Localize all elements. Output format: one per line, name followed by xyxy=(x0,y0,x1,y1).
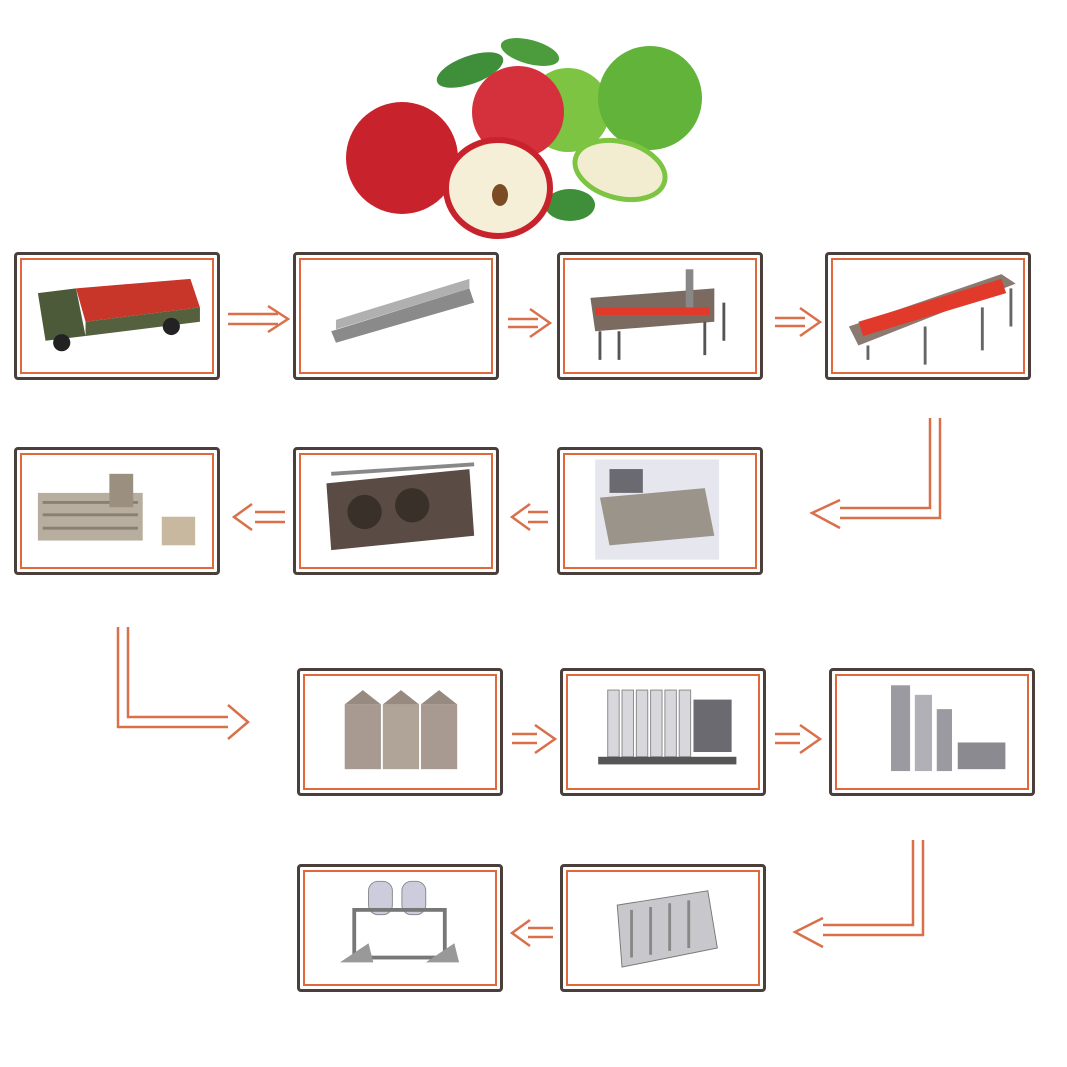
washing-machine-icon xyxy=(590,269,726,360)
sterilizer-icon xyxy=(616,890,718,968)
step-truck xyxy=(14,252,220,380)
ultrafiltration-icon xyxy=(598,689,737,765)
aseptic-filler-icon xyxy=(339,880,460,963)
step-evaporator xyxy=(829,668,1035,796)
step-enzyme-tank-system xyxy=(14,447,220,575)
step-belt-press xyxy=(293,447,499,575)
step-elevator-conveyor xyxy=(293,252,499,380)
elevator-conveyor-icon xyxy=(331,278,475,343)
arrow-right-3 xyxy=(775,306,823,338)
arrow-turn-down-left-2 xyxy=(792,840,925,949)
arrow-turn-down-right xyxy=(116,627,250,740)
step-aseptic-filler xyxy=(297,864,503,992)
belt-press-icon xyxy=(326,462,475,551)
arrow-left-1 xyxy=(509,502,548,532)
step-sorting-conveyor xyxy=(825,252,1031,380)
arrow-right-5 xyxy=(775,723,823,755)
arrow-right-1 xyxy=(228,304,291,334)
crusher-icon xyxy=(595,459,720,560)
truck-icon xyxy=(37,278,200,352)
step-crusher xyxy=(557,447,763,575)
storage-silos-icon xyxy=(344,690,458,770)
arrow-right-2 xyxy=(508,307,553,339)
arrow-left-2 xyxy=(231,502,285,532)
step-sterilizer xyxy=(560,864,766,992)
step-washing-machine xyxy=(557,252,763,380)
apples-illustration xyxy=(346,38,702,239)
sorting-conveyor-icon xyxy=(848,274,1016,365)
arrow-turn-down-left-1 xyxy=(809,418,942,530)
enzyme-tank-system-icon xyxy=(37,473,196,546)
arrow-left-3 xyxy=(509,918,553,948)
step-ultrafiltration xyxy=(560,668,766,796)
arrow-right-4 xyxy=(512,723,558,755)
step-storage-silos xyxy=(297,668,503,796)
evaporator-icon xyxy=(891,685,1006,772)
